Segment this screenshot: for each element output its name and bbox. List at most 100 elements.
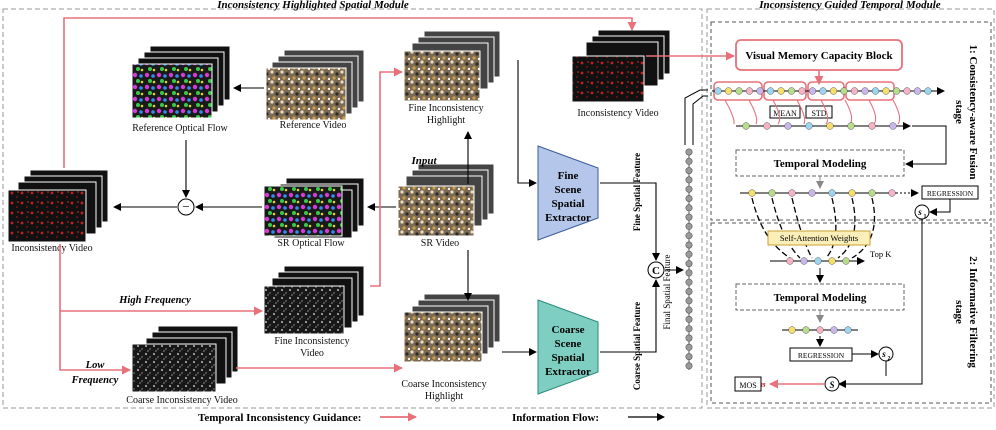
feature-dot xyxy=(685,195,693,203)
fusion-curve xyxy=(892,99,901,125)
feature-dot xyxy=(685,278,693,286)
fused-dot xyxy=(742,122,750,130)
fine-inconsistency-video-label-1: Fine Inconsistency xyxy=(274,336,349,347)
fine-extractor-line-1: Fine xyxy=(558,170,579,182)
fine-spatial-feature-label: Fine Spatial Feature xyxy=(632,153,642,231)
frame-dot xyxy=(745,87,754,95)
fused-feature-row xyxy=(742,122,897,130)
temporal-feature-row-1 xyxy=(748,189,896,197)
stage2-frame xyxy=(710,222,992,404)
reference-optical-flow-label: Reference Optical Flow xyxy=(132,123,228,134)
fine-highlight-label-1: Fine Inconsistency xyxy=(408,103,483,114)
regression-1-arrow xyxy=(929,199,951,216)
arrow-fused-to-temporal xyxy=(905,125,947,168)
coarse-spatial-feature-label: Coarse Spatial Feature xyxy=(632,302,642,390)
self-attention-label: Self-Attention Weights xyxy=(780,233,858,243)
feature-dot xyxy=(685,167,693,175)
fusion-curve xyxy=(820,99,829,125)
coarse-extractor-line-4: Extractor xyxy=(545,366,591,378)
temporal-dot xyxy=(868,189,876,197)
stage2-label-1: 2: Informative Filtering xyxy=(967,256,979,368)
temporal-dot-2 xyxy=(788,326,796,334)
temporal-dot xyxy=(828,189,836,197)
s1-circle xyxy=(914,204,930,220)
reference-video-label: Reference Video xyxy=(280,120,347,131)
visual-memory-label: Visual Memory Capacity Block xyxy=(745,50,893,62)
feature-dot xyxy=(685,325,693,333)
fine-extractor-line-2: Scene xyxy=(555,184,582,196)
low-frequency-label-1: Low xyxy=(85,360,106,371)
temporal-dot-2 xyxy=(844,326,852,334)
selection-curve xyxy=(851,197,876,259)
coarse-highlight-label-1: Coarse Inconsistency xyxy=(401,379,486,390)
self-attention-weights xyxy=(767,230,871,246)
feature-dot xyxy=(685,362,693,370)
fine-inconsistency-video-stack xyxy=(263,265,365,335)
guidance-low-frequency xyxy=(59,311,131,375)
stage1-label-1: 1: Consistency-aware Fusion xyxy=(967,45,979,180)
top-k-dot xyxy=(828,257,836,265)
feature-dot xyxy=(685,176,693,184)
top-k-dot xyxy=(786,257,794,265)
stage1-frame xyxy=(710,21,992,221)
legend-flow-label: Information Flow: xyxy=(512,412,599,424)
feature-dot xyxy=(685,306,693,314)
feature-dot xyxy=(685,343,693,351)
frame-feature-row xyxy=(714,87,932,95)
temporal-dot xyxy=(848,189,856,197)
coarse-scene-spatial-extractor xyxy=(537,299,599,395)
fine-highlight-label-2: Highlight xyxy=(427,115,466,126)
frame-dot xyxy=(882,87,890,95)
temporal-dot-2 xyxy=(830,326,838,334)
top-k-label: Top K xyxy=(870,249,892,259)
fine-highlight-stack xyxy=(403,30,501,102)
temporal-dot-2 xyxy=(816,326,824,334)
s2-subscript: 2 xyxy=(888,356,891,362)
feature-dot xyxy=(685,353,693,361)
fused-dot xyxy=(784,122,792,130)
feature-dot xyxy=(685,260,693,268)
final-to-temporal-a xyxy=(684,89,708,145)
temporal-dot xyxy=(888,189,896,197)
frame-dot xyxy=(766,87,775,95)
regression-1-label: REGRESSION xyxy=(927,189,974,198)
left-module-title: Inconsistency Highlighted Spatial Module xyxy=(216,0,409,11)
s-symbol: S xyxy=(829,380,834,390)
fused-dot xyxy=(868,122,876,130)
high-frequency-label: High Frequency xyxy=(118,295,191,306)
coarse-inconsistency-video-label: Coarse Inconsistency Video xyxy=(126,395,237,406)
feature-dot xyxy=(685,269,693,277)
arrow-fine-feature-to-concat xyxy=(600,182,660,261)
frame-dot xyxy=(735,87,743,95)
stage1-label-2: stage xyxy=(953,100,965,124)
sr-optical-flow-stack xyxy=(263,177,365,239)
top-k-dot xyxy=(842,257,850,265)
temporal-dot xyxy=(788,189,796,197)
selection-curves xyxy=(751,197,876,259)
temporal-modeling-2 xyxy=(735,283,905,311)
temporal-dot xyxy=(768,189,776,197)
s1-symbol: s xyxy=(917,207,922,217)
feature-dot xyxy=(685,232,693,240)
right-module-frame xyxy=(706,8,995,409)
fine-inconsistency-video-label-2: Video xyxy=(300,348,324,359)
frame-dot xyxy=(903,87,911,95)
frame-dot xyxy=(913,87,922,95)
frame-dot xyxy=(850,87,859,95)
std-label: STD xyxy=(811,109,826,118)
coarse-highlight-stack xyxy=(403,293,501,363)
concat-circle xyxy=(647,261,665,279)
fused-dot xyxy=(805,122,813,130)
feature-dot xyxy=(685,287,693,295)
fused-dot xyxy=(826,122,834,130)
guidance-inconsistency-to-top xyxy=(63,17,637,168)
low-frequency-label-2: Frequency xyxy=(71,375,119,386)
guidance-fine-video-to-highlight xyxy=(370,67,403,287)
fusion-curve xyxy=(724,99,735,125)
information-flow-arrows xyxy=(113,60,684,356)
top-k-dot xyxy=(800,257,808,265)
temporal-modeling-1-label: Temporal Modeling xyxy=(774,158,867,170)
feature-dot xyxy=(685,185,693,193)
reference-optical-flow-stack xyxy=(131,45,231,119)
